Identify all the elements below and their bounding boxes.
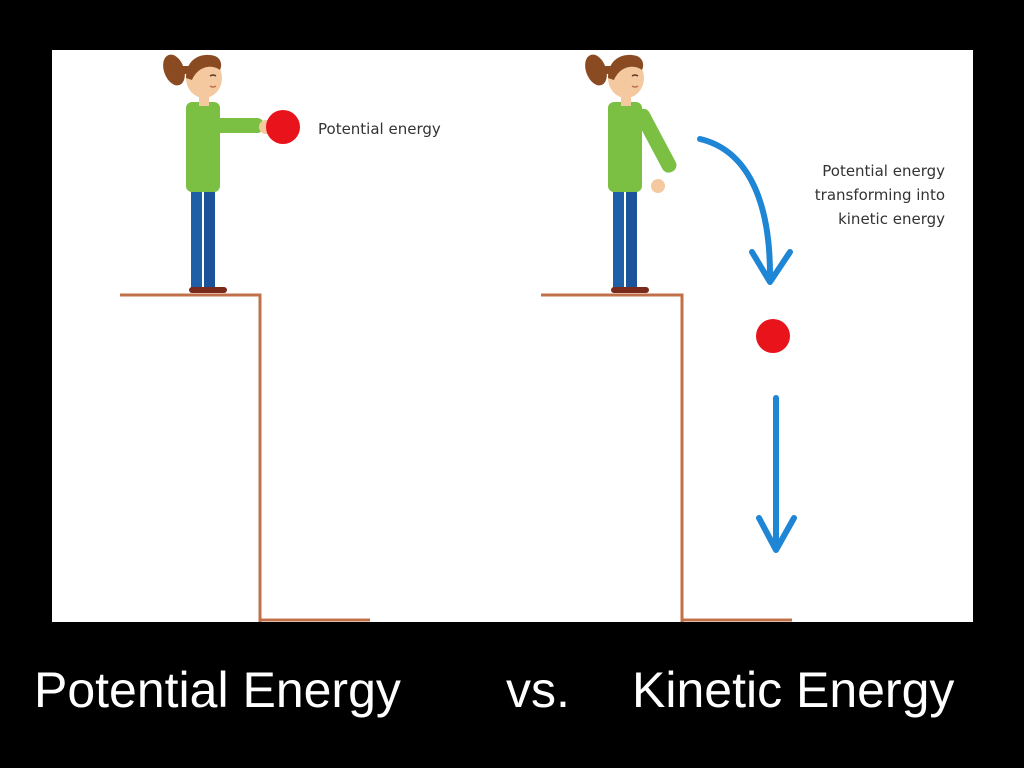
curved-arrow-icon (697, 136, 793, 285)
left-cliff (120, 293, 370, 622)
caption-kinetic-energy: Kinetic Energy (632, 662, 955, 718)
left-girl-figure (163, 54, 273, 293)
right-cliff (541, 293, 792, 622)
transforming-label-line-2: transforming into (814, 186, 945, 204)
energy-illustration: Potential energy Potential energy transf… (52, 50, 973, 622)
caption-vs: vs. (506, 662, 570, 718)
transforming-label-line-1: Potential energy (822, 162, 945, 180)
down-arrow-icon (756, 395, 797, 553)
ball-held (266, 110, 300, 144)
illustration-svg (120, 54, 797, 622)
caption-potential-energy: Potential Energy (34, 662, 401, 718)
transforming-label-line-3: kinetic energy (838, 210, 945, 228)
right-girl-figure (585, 54, 677, 293)
potential-energy-label: Potential energy (318, 120, 441, 138)
ball-falling (756, 319, 790, 353)
transforming-label: Potential energy transforming into kinet… (787, 159, 945, 231)
